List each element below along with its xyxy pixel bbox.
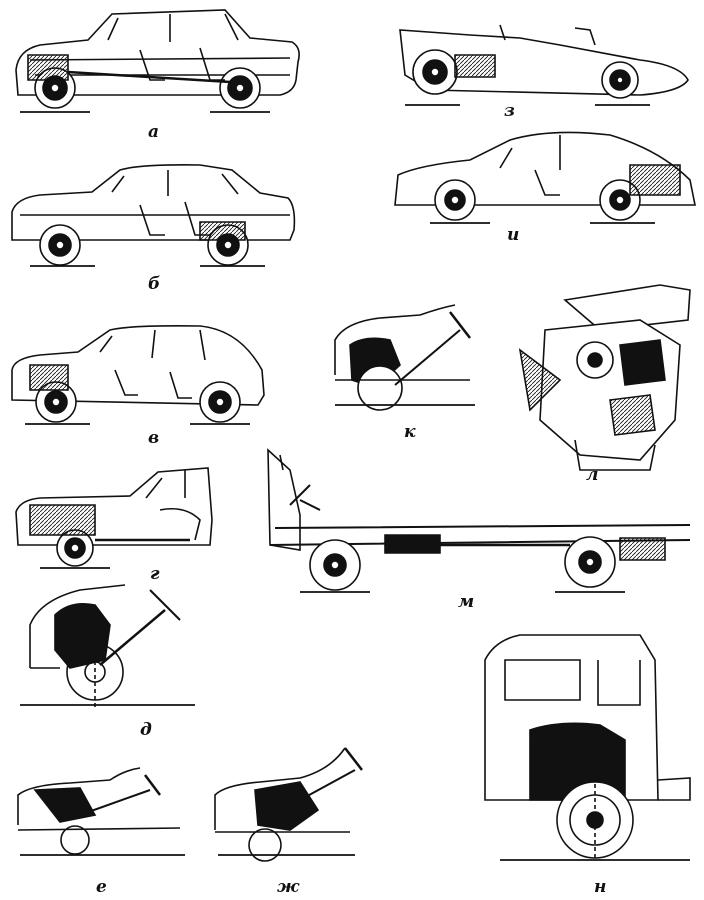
drawing-front-section-e bbox=[18, 768, 185, 855]
panel-label-i: и bbox=[507, 225, 520, 245]
panel-label-a: а bbox=[148, 122, 160, 142]
panel-label-m: м bbox=[458, 592, 475, 612]
drawing-coupe-i bbox=[395, 132, 695, 223]
panel-label-z: з bbox=[504, 101, 515, 121]
drawing-sedan-a bbox=[16, 10, 299, 112]
panel-label-v: в bbox=[148, 428, 160, 448]
panel-label-zh: ж bbox=[277, 877, 300, 897]
drawing-sedan-b bbox=[12, 165, 294, 266]
panel-label-e: е bbox=[96, 877, 107, 897]
drawing-hatchback-v bbox=[12, 326, 264, 424]
drawing-racecar-z bbox=[400, 25, 688, 105]
drawing-front-section-k bbox=[335, 305, 475, 410]
drawing-truck-cab-n bbox=[485, 635, 690, 860]
drawing-van-g bbox=[16, 468, 212, 568]
panel-label-l: л bbox=[586, 465, 599, 485]
panel-label-b: б bbox=[148, 274, 161, 294]
drawing-truck-chassis-m bbox=[268, 450, 690, 592]
panel-label-g: г bbox=[150, 564, 160, 584]
drawing-engine-l bbox=[520, 285, 690, 470]
panel-label-n: н bbox=[594, 877, 607, 897]
drawing-front-section-zh bbox=[215, 748, 362, 861]
panel-label-d: д bbox=[140, 720, 152, 740]
drawing-front-section-d bbox=[20, 585, 195, 710]
panel-label-k: к bbox=[404, 422, 416, 442]
